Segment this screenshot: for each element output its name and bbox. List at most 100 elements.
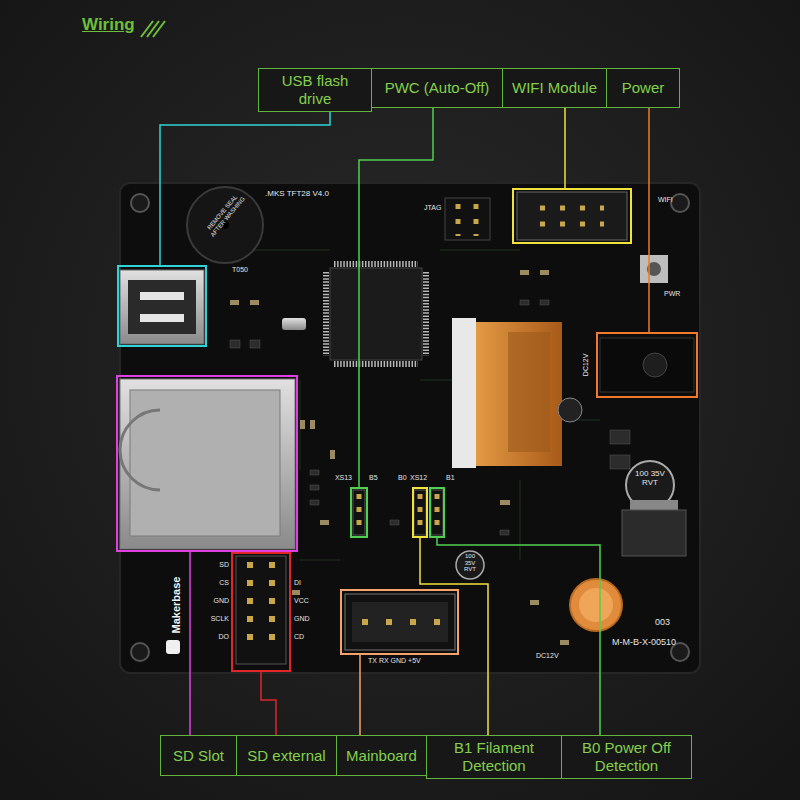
capacitor bbox=[558, 398, 582, 422]
callout-text: SD Slot bbox=[173, 747, 224, 765]
board-label: 100 35V RVT bbox=[632, 470, 668, 488]
mcu-chip bbox=[330, 268, 422, 360]
board-label: WIFI bbox=[658, 196, 673, 204]
board-label: M-M-B-X-00510 bbox=[612, 638, 676, 648]
usb-opening bbox=[128, 280, 196, 334]
callout-text: USB flash drive bbox=[264, 72, 366, 108]
board-label: XS12 bbox=[410, 474, 427, 482]
callout-text: PWC (Auto-Off) bbox=[385, 79, 490, 97]
callout-box: WIFI Module bbox=[502, 68, 607, 108]
sd-slot-highlight bbox=[117, 376, 297, 551]
callout-box: SD Slot bbox=[160, 735, 237, 776]
board-label: B5 bbox=[369, 474, 378, 482]
power-highlight bbox=[597, 333, 697, 397]
callout-box: USB flash drive bbox=[258, 68, 372, 112]
mcu-pins bbox=[326, 272, 426, 356]
dc-power-jack bbox=[600, 338, 694, 392]
b1-highlight bbox=[413, 488, 427, 537]
ffc-connector bbox=[452, 318, 476, 468]
buzzer bbox=[187, 187, 263, 263]
leader-line bbox=[437, 537, 600, 735]
board-label: CD bbox=[294, 633, 304, 641]
board-label: XS13 bbox=[335, 474, 352, 482]
board-label: SCLK bbox=[211, 615, 229, 623]
board-label: .MKS TFT28 V4.0 bbox=[265, 190, 329, 199]
sd-external-highlight bbox=[232, 553, 290, 671]
board-label: GND bbox=[294, 615, 310, 623]
pwc-highlight bbox=[351, 488, 367, 537]
b0-highlight bbox=[430, 488, 444, 537]
board-label: PWR bbox=[664, 290, 680, 298]
crystal bbox=[282, 318, 306, 330]
board-label: B0 bbox=[398, 474, 407, 482]
board-label: DI bbox=[294, 579, 301, 587]
leader-line bbox=[189, 551, 191, 735]
usb-port bbox=[120, 270, 204, 344]
super-capacitor-top bbox=[579, 588, 613, 622]
reset-button bbox=[640, 255, 668, 283]
jtag-pins bbox=[458, 204, 476, 236]
leader-line bbox=[564, 108, 566, 189]
callout-box: PWC (Auto-Off) bbox=[371, 68, 503, 108]
board-label: 003 bbox=[655, 618, 670, 628]
board-label: TX RX GND +5V bbox=[368, 657, 421, 665]
leader-line bbox=[261, 671, 276, 735]
board-label: JTAG bbox=[424, 204, 441, 212]
super-capacitor bbox=[570, 579, 622, 631]
mainboard-highlight bbox=[341, 590, 458, 654]
leader-line bbox=[420, 537, 488, 735]
usb-contact bbox=[140, 314, 184, 322]
wifi-pins bbox=[540, 208, 604, 224]
mainboard-header-body bbox=[352, 602, 448, 642]
sd-card-slot bbox=[120, 379, 295, 549]
callout-box: SD external bbox=[236, 735, 337, 776]
board-label: CS bbox=[219, 579, 229, 587]
leader-line bbox=[359, 654, 361, 735]
usb-highlight bbox=[118, 266, 206, 346]
sd-slot-spring bbox=[120, 410, 160, 490]
usb-contact bbox=[140, 292, 184, 300]
callout-box: Mainboard bbox=[336, 735, 427, 776]
wifi-highlight bbox=[513, 189, 631, 243]
board-label: Makerbase bbox=[170, 575, 182, 635]
callout-text: SD external bbox=[247, 747, 325, 765]
leader-line bbox=[648, 108, 650, 333]
mounting-hole bbox=[131, 643, 149, 661]
leader-line bbox=[160, 108, 330, 266]
diagram-title: Wiring bbox=[82, 15, 135, 35]
regulator-tab bbox=[630, 500, 678, 510]
board-label: T050 bbox=[232, 266, 248, 274]
callout-box: Power bbox=[606, 68, 680, 108]
board-label: SD bbox=[219, 561, 229, 569]
jtag-header bbox=[445, 198, 490, 240]
board-label: B1 bbox=[446, 474, 455, 482]
capacitor bbox=[456, 551, 484, 579]
board-label: DO bbox=[219, 633, 230, 641]
callout-box: B1 Filament Detection bbox=[426, 735, 562, 779]
ribbon-window bbox=[508, 332, 550, 452]
wifi-header bbox=[517, 192, 627, 240]
board-label: 100 35V RVT bbox=[460, 553, 480, 573]
board-label: DC12V bbox=[582, 353, 590, 377]
leader-line bbox=[359, 108, 433, 488]
board-label: DC12V bbox=[536, 652, 559, 660]
header-pins bbox=[359, 494, 437, 532]
callout-text: B0 Power Off Detection bbox=[567, 739, 686, 775]
mainboard-pins bbox=[362, 619, 440, 625]
pcb-board bbox=[120, 183, 700, 673]
callout-text: Mainboard bbox=[346, 747, 417, 765]
mounting-hole bbox=[671, 194, 689, 212]
callout-box: B0 Power Off Detection bbox=[561, 735, 692, 779]
voltage-regulator bbox=[622, 510, 686, 556]
board-label: GND bbox=[213, 597, 229, 605]
callout-text: WIFI Module bbox=[512, 79, 597, 97]
callout-text: Power bbox=[622, 79, 665, 97]
mcu-pins bbox=[334, 264, 418, 364]
makerbase-logo bbox=[166, 640, 180, 654]
mounting-hole bbox=[131, 194, 149, 212]
board-label: VCC bbox=[294, 597, 309, 605]
sd-external-header bbox=[236, 556, 286, 664]
